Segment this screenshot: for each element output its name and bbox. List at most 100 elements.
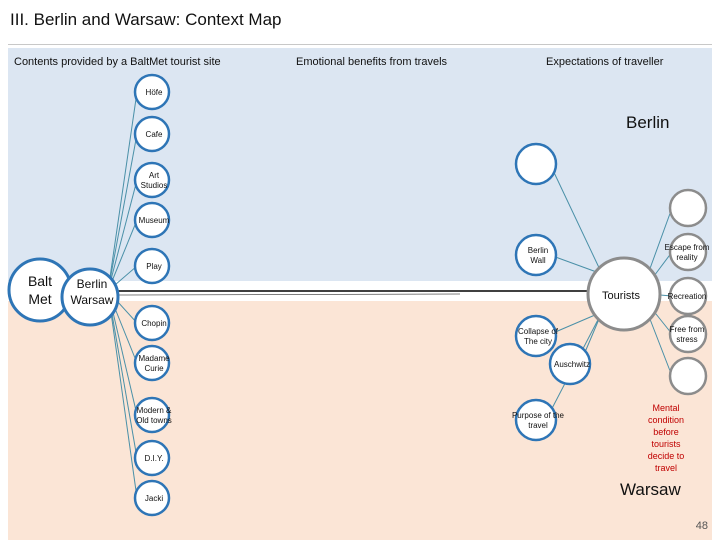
content-label-art-line: Art bbox=[149, 171, 160, 180]
edge-city-content-0 bbox=[107, 91, 138, 292]
tourists-label: Tourists bbox=[602, 290, 640, 302]
title-rule bbox=[8, 44, 712, 45]
content-label-hofe-line: Höfe bbox=[146, 88, 163, 97]
page-number: 48 bbox=[695, 520, 708, 532]
edge-city-content-1 bbox=[107, 133, 138, 292]
content-label-art-line: Studios bbox=[141, 181, 168, 190]
content-label-towns-line: Old towns bbox=[136, 416, 172, 425]
mental-condition-note-line: tourists bbox=[651, 439, 681, 449]
content-label-towns: Modern &Old towns bbox=[136, 406, 172, 425]
mental-condition-note-line: decide to bbox=[648, 451, 685, 461]
content-label-museum: Museum bbox=[139, 216, 170, 225]
nodes bbox=[7, 73, 708, 517]
expectation-label-recreation-line: Recreation bbox=[668, 292, 707, 301]
emotional-node-auschwitz bbox=[548, 342, 592, 386]
expectation-node-stress bbox=[668, 314, 708, 354]
edge-tourists-emotional-1 bbox=[549, 254, 603, 275]
mental-condition-note-line: Mental bbox=[652, 403, 679, 413]
content-node-curie bbox=[133, 344, 171, 382]
content-node-hofe bbox=[133, 73, 171, 111]
content-label-chopin-line: Chopin bbox=[141, 319, 166, 328]
berlin-band bbox=[8, 48, 712, 281]
emotional-label-purpose-line: travel bbox=[528, 421, 548, 430]
edge-tourists-expectation-0 bbox=[647, 207, 673, 275]
edge-city-content-8 bbox=[107, 290, 138, 459]
tourists-node bbox=[586, 256, 662, 332]
expectation-node-exp-empty-2 bbox=[668, 356, 708, 396]
content-label-cafe-line: Cafe bbox=[146, 130, 163, 139]
edge-city-content-2 bbox=[107, 179, 138, 292]
column-header-emotional: Emotional benefits from travels bbox=[296, 56, 448, 68]
content-label-diy-line: D.I.Y. bbox=[145, 454, 164, 463]
expectation-node-recreation bbox=[668, 276, 708, 316]
content-label-jacki: Jacki bbox=[145, 494, 163, 503]
content-label-play: Play bbox=[146, 262, 162, 271]
content-node-jacki bbox=[133, 479, 171, 517]
content-label-play-line: Play bbox=[146, 262, 162, 271]
expectation-label-escape-line: reality bbox=[676, 253, 697, 262]
column-header-expectations: Expectations of traveller bbox=[546, 56, 664, 68]
content-label-towns-line: Modern & bbox=[137, 406, 172, 415]
expectation-label-stress-line: Free from bbox=[670, 325, 705, 334]
city-node bbox=[60, 267, 120, 327]
expectation-label-recreation: Recreation bbox=[668, 292, 707, 301]
edge-tourists-emotional-0 bbox=[549, 163, 603, 275]
emotional-label-collapse-line: The city bbox=[524, 337, 552, 346]
emotional-label-berlin-wall-line: Wall bbox=[530, 256, 545, 265]
expectation-node-exp-empty-1 bbox=[668, 188, 708, 228]
connections bbox=[61, 91, 673, 499]
edge-city-tourists-2 bbox=[117, 293, 461, 296]
content-label-jacki-line: Jacki bbox=[145, 494, 163, 503]
mental-condition-note-line: travel bbox=[655, 463, 677, 473]
edge-tourists-expectation-4 bbox=[647, 313, 673, 377]
emotional-node-collapse bbox=[514, 314, 558, 358]
content-node-towns bbox=[133, 396, 171, 434]
content-node-cafe bbox=[133, 115, 171, 153]
content-label-diy: D.I.Y. bbox=[145, 454, 164, 463]
content-node-diy bbox=[133, 439, 171, 477]
emotional-label-auschwitz-line: Auschwitz bbox=[554, 360, 590, 369]
content-node-art bbox=[133, 161, 171, 199]
expectation-node-escape bbox=[668, 232, 708, 272]
emotional-node-berlin-wall bbox=[514, 233, 558, 277]
content-label-curie-line: Madame bbox=[138, 354, 170, 363]
mental-condition-note-line: before bbox=[653, 427, 679, 437]
mental-condition-note: Mental condition before tourists decide to tr… bbox=[648, 403, 685, 473]
content-node-museum bbox=[133, 201, 171, 239]
content-label-museum-line: Museum bbox=[139, 216, 170, 225]
page-title: III. Berlin and Warsaw: Context Map bbox=[10, 10, 282, 29]
emotional-node-purpose bbox=[514, 398, 558, 442]
emotional-label-auschwitz: Auschwitz bbox=[554, 360, 590, 369]
mental-condition-note-line: condition bbox=[648, 415, 684, 425]
emotional-label-berlin-wall-line: Berlin bbox=[528, 246, 548, 255]
baltmet-label-line: Met bbox=[28, 291, 51, 307]
baltmet-label-line: Balt bbox=[28, 273, 52, 289]
emotional-label-purpose-line: Purpose of the bbox=[512, 411, 565, 420]
edge-city-content-9 bbox=[107, 290, 138, 499]
content-label-hofe: Höfe bbox=[146, 88, 163, 97]
city-label-line: Berlin bbox=[77, 277, 108, 291]
emotional-label-collapse-line: Collapse of bbox=[518, 327, 559, 336]
content-label-cafe: Cafe bbox=[146, 130, 163, 139]
expectation-label-stress-line: stress bbox=[676, 335, 697, 344]
column-header-contents: Contents provided by a BaltMet tourist s… bbox=[14, 56, 221, 68]
content-node-chopin bbox=[133, 304, 171, 342]
region-label-berlin: Berlin bbox=[626, 113, 670, 132]
city-label-line: Warsaw bbox=[71, 293, 114, 307]
content-node-play bbox=[133, 247, 171, 285]
warsaw-band bbox=[8, 301, 712, 540]
content-label-curie-line: Curie bbox=[144, 364, 164, 373]
expectation-label-escape-line: Escape from bbox=[665, 243, 710, 252]
tourists-label-line: Tourists bbox=[602, 290, 640, 302]
content-label-chopin: Chopin bbox=[141, 319, 166, 328]
